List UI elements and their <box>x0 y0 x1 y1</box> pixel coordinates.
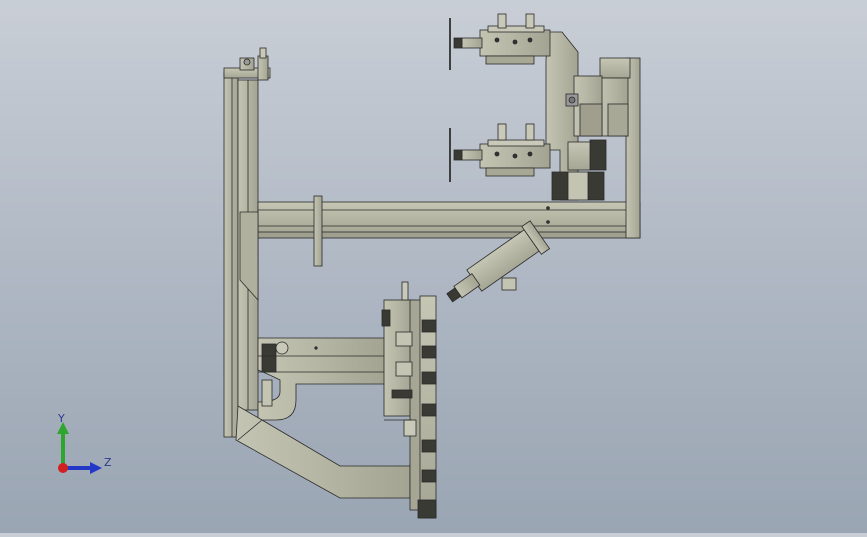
y-axis-label: Y <box>57 412 65 425</box>
upper-clamp <box>449 13 551 70</box>
lower-fixture-assembly <box>381 281 437 519</box>
axis-triad: Y Z <box>48 410 118 480</box>
dark-block-1 <box>589 139 607 171</box>
angled-cylinder <box>446 220 551 303</box>
beam-flange <box>313 195 323 267</box>
dark-block-3 <box>587 171 605 201</box>
vertical-post <box>223 71 239 438</box>
cylinder-body <box>567 141 591 171</box>
dark-block-2 <box>551 171 569 201</box>
lower-clamp <box>449 123 551 182</box>
z-axis-label: Z <box>104 456 112 469</box>
right-column <box>625 57 641 239</box>
post-brace <box>239 211 259 302</box>
triad-icon: Y Z <box>57 412 112 474</box>
